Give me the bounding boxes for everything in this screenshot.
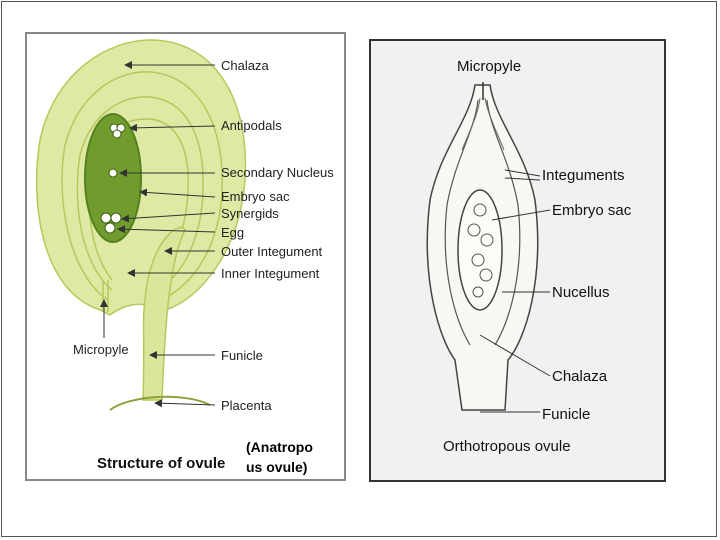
label-antipodals: Antipodals: [221, 118, 282, 133]
orthotropous-embryo-sac-shape: [457, 189, 503, 311]
orthotropous-title: Orthotropous ovule: [443, 438, 571, 455]
label-egg: Egg: [221, 225, 245, 240]
embryo-sac-shape: [84, 113, 142, 243]
label-right-integuments: Integuments: [542, 167, 625, 184]
label-right-embryo-sac: Embryo sac: [552, 202, 632, 219]
anatropous-title: Structure of ovule: [97, 455, 226, 472]
label-outer-integument: Outer Integument: [221, 244, 323, 259]
label-chalaza: Chalaza: [221, 58, 269, 73]
label-inner-integument: Inner Integument: [221, 266, 320, 281]
label-right-chalaza: Chalaza: [552, 368, 608, 385]
label-micropyle: Micropyle: [73, 342, 129, 357]
anatropous-caption: (Anatropo us ovule): [246, 437, 313, 477]
label-placenta: Placenta: [221, 398, 272, 413]
label-secondary-nucleus: Secondary Nucleus: [221, 165, 334, 180]
label-right-micropyle: Micropyle: [457, 58, 522, 75]
label-synergids: Synergids: [221, 206, 279, 221]
caption-line-2: us ovule): [246, 459, 308, 475]
placenta-shape: [109, 395, 211, 411]
caption-line-1: (Anatropo: [246, 439, 313, 455]
label-embryo-sac: Embryo sac: [221, 189, 290, 204]
label-right-funicle: Funicle: [542, 406, 591, 423]
label-funicle: Funicle: [221, 348, 263, 363]
label-right-nucellus: Nucellus: [552, 284, 610, 301]
